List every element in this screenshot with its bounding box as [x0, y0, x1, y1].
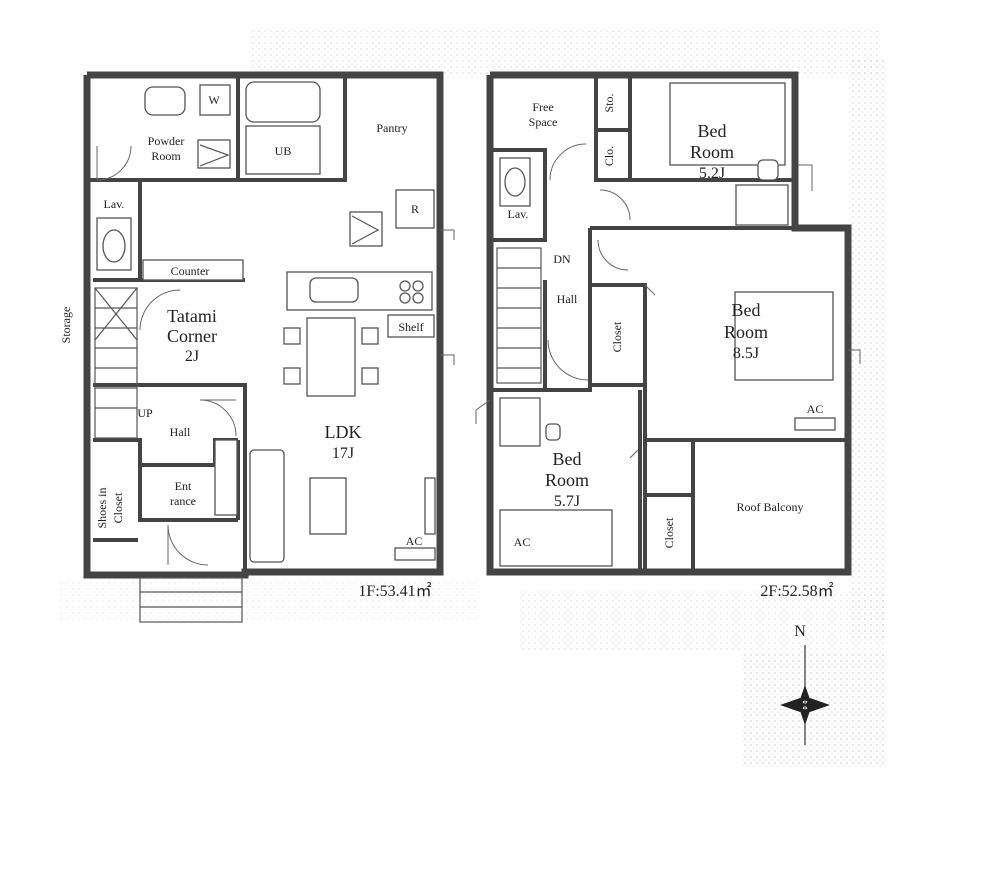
- floor-1-plan: Powder Room UB Pantry W R Lav. Counter S…: [59, 71, 455, 623]
- tatami-label: Tatami: [167, 306, 217, 326]
- bedroom3-label-2: Room: [545, 470, 589, 490]
- tv-unit: [424, 477, 436, 535]
- ub-label: UB: [275, 144, 292, 158]
- entrance-label-2: rance: [170, 494, 196, 508]
- floor2-stairs: [496, 247, 542, 384]
- ac-unit: [394, 547, 436, 561]
- closet-label-2f: Clo.: [602, 146, 616, 166]
- washer-icon: [199, 84, 231, 116]
- ac-label-bed2: AC: [807, 402, 824, 416]
- tatami-label-2: Corner: [167, 326, 217, 346]
- shelf-label: Shelf: [398, 320, 423, 334]
- shoes-closet-label-2: Closet: [111, 492, 125, 523]
- ldk-label: LDK: [325, 422, 362, 442]
- bedroom1-label-2: Room: [690, 142, 734, 162]
- floor2-area: 2F:52.58㎡: [760, 582, 833, 600]
- site-texture: [60, 28, 886, 768]
- shelf-fixture: [387, 314, 435, 338]
- bedroom3-size: 5.7J: [554, 493, 580, 510]
- counter-label: Counter: [171, 264, 210, 278]
- floor2-doors: [475, 143, 861, 459]
- ac-unit-2f-a: [794, 417, 836, 431]
- entrance-label: Ent: [175, 479, 192, 493]
- bedroom2-label: Bed: [732, 300, 761, 320]
- shoes-closet-label: Shoes in: [95, 487, 109, 528]
- floor2-fixtures: [499, 82, 836, 567]
- w-label: W: [208, 93, 220, 107]
- dn-label: DN: [553, 252, 571, 266]
- lav-label-1f: Lav.: [104, 197, 125, 211]
- tatami-size: 2J: [185, 348, 199, 365]
- ac-label-1f: AC: [406, 534, 423, 548]
- kitchen-counter: [286, 271, 433, 311]
- compass-rose-icon: N: [780, 623, 830, 745]
- bathtub-icon: [245, 81, 321, 123]
- dining-table: [306, 317, 356, 397]
- entrance-steps: [139, 577, 243, 623]
- bed-icon-3: [499, 509, 613, 567]
- floor2-outer-wall: [486, 71, 852, 576]
- floor1-area: 1F:53.41㎡: [358, 582, 431, 600]
- floor-2-plan: Free Space Sto. Clo. Bed Room 5.2J Lav. …: [475, 71, 861, 600]
- ac-label-bed3: AC: [514, 535, 531, 549]
- bed-icon-2: [734, 291, 834, 381]
- bedroom3-label: Bed: [553, 449, 582, 469]
- sink-icon: [144, 86, 186, 116]
- sofa-icon: [249, 449, 285, 563]
- hall-label-2f: Hall: [557, 292, 578, 306]
- up-label: UP: [137, 406, 153, 420]
- floor1-labels: Powder Room UB Pantry W R Lav. Counter S…: [59, 93, 432, 600]
- floor1-doors: [96, 145, 455, 566]
- hall-label-1f: Hall: [170, 425, 191, 439]
- closet-b-label: Closet: [662, 517, 676, 548]
- free-space-label: Free: [532, 100, 553, 114]
- ldk-size: 17J: [332, 445, 354, 462]
- bedroom1-label: Bed: [698, 121, 727, 141]
- bedroom1-size: 5.2J: [699, 165, 725, 182]
- north-label: N: [794, 623, 806, 640]
- floor1-fixtures: [96, 81, 436, 563]
- free-space-label-2: Space: [529, 115, 558, 129]
- storage-label-2f: Sto.: [602, 93, 616, 112]
- counter-fixture: [142, 259, 244, 281]
- bed-icon: [669, 82, 786, 166]
- desk-icon-2: [499, 397, 541, 447]
- coffee-table: [309, 477, 347, 535]
- bedroom2-size: 8.5J: [733, 345, 759, 362]
- storage-label: Storage: [59, 307, 73, 344]
- closet-a-label: Closet: [610, 321, 624, 352]
- floor2-interior-walls: [490, 75, 848, 572]
- desk-icon: [735, 184, 789, 226]
- roof-balcony-label: Roof Balcony: [737, 500, 804, 514]
- powder-room-label: Powder: [148, 134, 185, 148]
- r-label: R: [411, 202, 419, 216]
- powder-room-label-2: Room: [151, 149, 181, 163]
- bedroom2-label-2: Room: [724, 322, 768, 342]
- floor2-labels: Free Space Sto. Clo. Bed Room 5.2J Lav. …: [508, 93, 834, 600]
- fridge-icon: [395, 189, 435, 229]
- lav-label-2f: Lav.: [508, 207, 529, 221]
- pantry-label: Pantry: [376, 121, 407, 135]
- floor1-stairs: [94, 287, 138, 439]
